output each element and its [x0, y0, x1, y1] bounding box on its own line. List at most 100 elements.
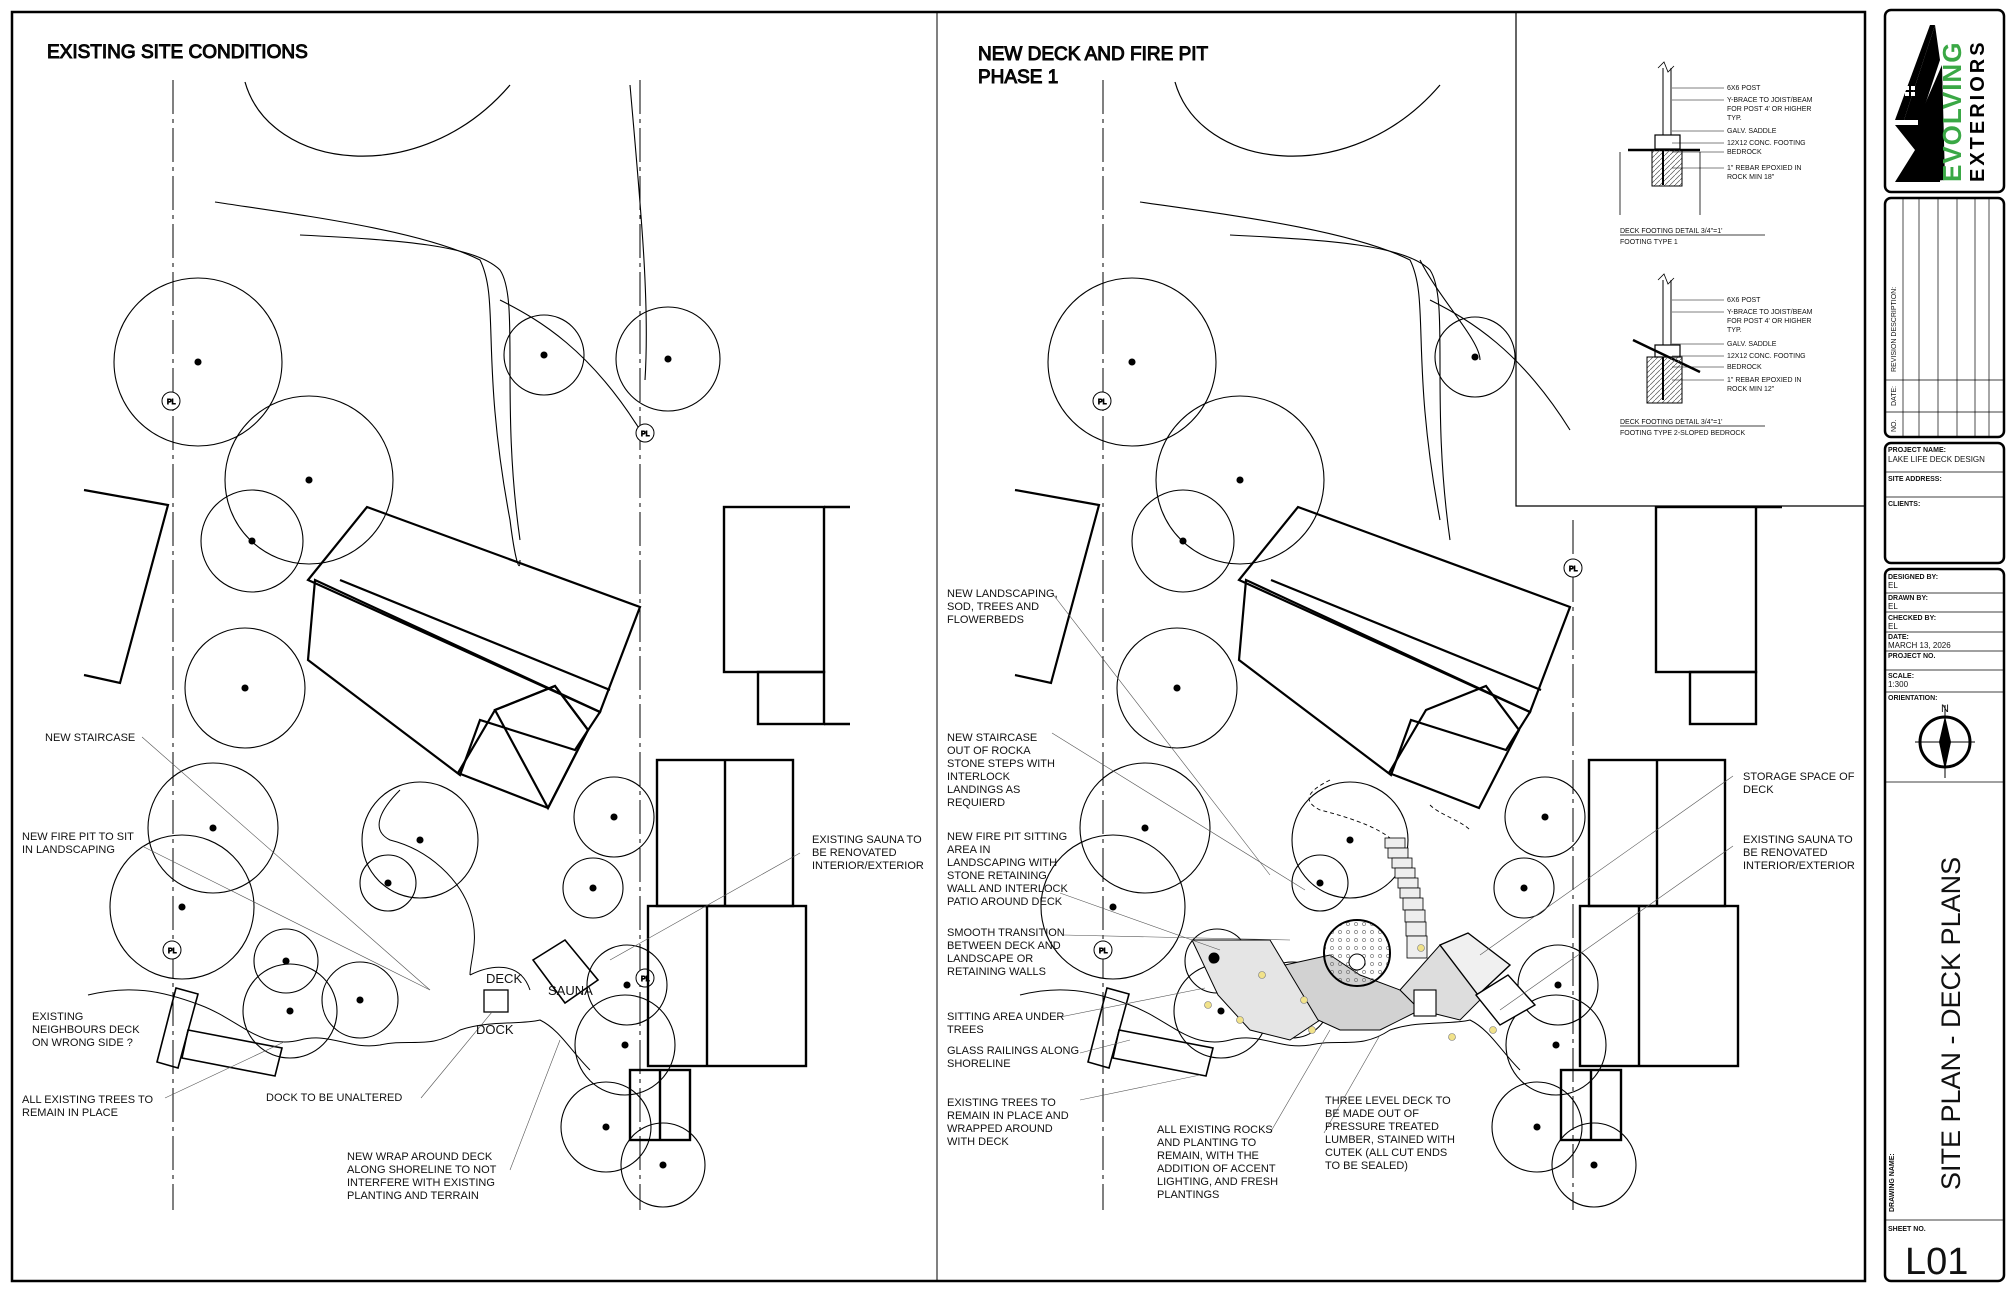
designed-by-label: DESIGNED BY: — [1888, 574, 1938, 581]
svg-text:PL: PL — [167, 399, 176, 406]
drawn-by-value: EL — [1888, 602, 1898, 611]
svg-text:PL: PL — [1099, 948, 1108, 955]
footing2-notes: 6X6 POST Y-BRACE TO JOIST/BEAM FOR POST … — [1727, 297, 1814, 393]
revision-date-label: DATE: — [1891, 386, 1898, 406]
neighbour-building-west — [83, 488, 170, 685]
footing-details-panel — [1515, 12, 1865, 507]
driveway-curve-right — [1174, 81, 1441, 157]
label-glass-railings: GLASS RAILINGS ALONG SHORELINE — [947, 1045, 1082, 1070]
footing2-subcaption: FOOTING TYPE 2-SLOPED BEDROCK — [1620, 430, 1745, 437]
neighbour-deck-right — [1087, 987, 1214, 1077]
label-trees-remain-left: ALL EXISTING TREES TO REMAIN IN PLACE — [22, 1094, 156, 1119]
neighbour-building-west-right — [1014, 488, 1101, 685]
path-right — [1308, 779, 1391, 839]
footing1-subcaption: FOOTING TYPE 1 — [1620, 239, 1678, 246]
tree-group-left — [109, 277, 721, 1208]
survey-markers-right: PL PL PL — [1092, 391, 1583, 960]
footing-detail-1 — [1619, 61, 1765, 236]
logo-mark — [1895, 25, 1945, 182]
lower-building-east — [628, 758, 808, 1142]
label-sauna: SAUNA — [548, 983, 593, 998]
drawing-name-label: DRAWING NAME: — [1889, 1153, 1896, 1212]
road-line-right-2 — [1229, 234, 1451, 541]
label-sauna-renovated-left: EXISTING SAUNA TO BE RENOVATED INTERIOR/… — [812, 834, 925, 872]
checked-by-value: EL — [1888, 622, 1898, 631]
main-house-right — [1237, 505, 1572, 810]
label-three-level: THREE LEVEL DECK TO BE MADE OUT OF PRESS… — [1325, 1095, 1458, 1172]
revision-no-label: NO. — [1891, 420, 1898, 433]
tree-group-right — [1040, 277, 1637, 1208]
checked-by-label: CHECKED BY: — [1888, 615, 1936, 622]
clients-label: CLIENTS: — [1888, 501, 1920, 508]
project-info-box — [1883, 441, 2006, 565]
left-plan-existing: EXISTING SITE CONDITIONS — [47, 42, 850, 1210]
site-address-label: SITE ADDRESS: — [1888, 476, 1942, 483]
sheet-no-label: SHEET NO. — [1888, 1226, 1926, 1233]
designed-by-value: EL — [1888, 581, 1898, 590]
label-transition: SMOOTH TRANSITION BETWEEN DECK AND LANDS… — [947, 927, 1068, 978]
revision-box — [1883, 196, 2006, 439]
new-deck-right — [1191, 837, 1537, 1041]
label-rocks: ALL EXISTING ROCKS AND PLANTING TO REMAI… — [1157, 1124, 1281, 1201]
label-wrap-deck: NEW WRAP AROUND DECK ALONG SHORELINE TO … — [347, 1151, 499, 1202]
driveway-curve — [244, 81, 511, 157]
staircase-path-left — [378, 789, 475, 976]
logo-text-exteriors: EXTERIORS — [1967, 39, 1989, 182]
label-trees-remain-right: EXISTING TREES TO REMAIN IN PLACE AND WR… — [947, 1097, 1072, 1148]
svg-text:PL: PL — [168, 948, 177, 955]
label-dock-unaltered: DOCK TO BE UNALTERED — [266, 1092, 402, 1104]
project-name-label: PROJECT NAME: — [1888, 447, 1946, 454]
label-new-staircase: NEW STAIRCASE — [45, 732, 135, 744]
label-dock: DOCK — [476, 1022, 514, 1037]
neighbour-building-east-right — [1654, 505, 1782, 726]
right-plan-title-line1: NEW DECK AND FIRE PIT — [978, 44, 1209, 65]
logo-text-evolving: EVOLVING — [1937, 42, 1967, 182]
north-label: N — [1941, 703, 1949, 715]
road-line-4 — [499, 299, 641, 431]
drawn-by-label: DRAWN BY: — [1888, 595, 1928, 602]
shoreline-left — [87, 989, 591, 1071]
sheet-border — [10, 10, 1867, 1283]
road-line-right-4 — [1419, 259, 1481, 361]
lower-building-east-right — [1559, 758, 1740, 1142]
road-line-1 — [214, 201, 521, 567]
svg-text:PL: PL — [1569, 566, 1578, 573]
road-line-3 — [629, 84, 647, 381]
right-plan-new-deck: NEW DECK AND FIRE PIT PHASE 1 — [978, 44, 1782, 1210]
label-staircase-right: NEW STAIRCASE OUT OF ROCKA STONE STEPS W… — [947, 732, 1058, 809]
neighbour-building-east — [722, 505, 850, 726]
date-label: DATE: — [1888, 634, 1909, 641]
footing-detail-2 — [1620, 273, 1765, 427]
logo-box — [1883, 8, 2006, 194]
sauna-left — [531, 938, 600, 1005]
leaders-left — [141, 736, 801, 1171]
path-right-2 — [1429, 804, 1471, 831]
road-line-2 — [299, 234, 521, 541]
scale-value: 1:300 — [1888, 680, 1909, 689]
footing1-caption: DECK FOOTING DETAIL 3/4"=1' — [1620, 228, 1722, 235]
label-fire-pit-area: NEW FIRE PIT SITTING AREA IN LANDSCAPING… — [947, 831, 1071, 908]
label-landscaping: NEW LANDSCAPING, SOD, TREES AND FLOWERBE… — [947, 588, 1061, 626]
label-neighbours-deck: EXISTING NEIGHBOURS DECK ON WRONG SIDE ? — [32, 1011, 143, 1049]
project-no-label: PROJECT NO. — [1888, 653, 1936, 660]
shoreline-right — [1019, 989, 1521, 1071]
label-sitting-trees: SITTING AREA UNDER TREES — [947, 1011, 1067, 1036]
label-fire-pit-left: NEW FIRE PIT TO SIT IN LANDSCAPING — [22, 831, 137, 856]
survey-markers-left: PL PL PL PL — [161, 391, 655, 988]
label-deck: DECK — [486, 971, 522, 986]
road-line-right-3 — [1429, 299, 1571, 431]
left-plan-title: EXISTING SITE CONDITIONS — [47, 42, 308, 63]
project-name-value: LAKE LIFE DECK DESIGN — [1888, 455, 1985, 464]
designer-box — [1883, 567, 2006, 1283]
orientation-label: ORIENTATION: — [1888, 695, 1938, 702]
label-sauna-renovated-right: EXISTING SAUNA TO BE RENOVATED INTERIOR/… — [1743, 834, 1856, 872]
north-arrow-icon — [1915, 705, 1975, 778]
main-house-left — [306, 505, 642, 811]
revision-description-label: REVISION DESCRIPTION: — [1891, 287, 1898, 372]
footing1-notes: 6X6 POST Y-BRACE TO JOIST/BEAM FOR POST … — [1727, 85, 1814, 181]
leaders-right — [1051, 592, 1734, 1134]
svg-text:PL: PL — [1098, 399, 1107, 406]
right-plan-title-line2: PHASE 1 — [978, 67, 1058, 88]
scale-label: SCALE: — [1888, 673, 1914, 680]
